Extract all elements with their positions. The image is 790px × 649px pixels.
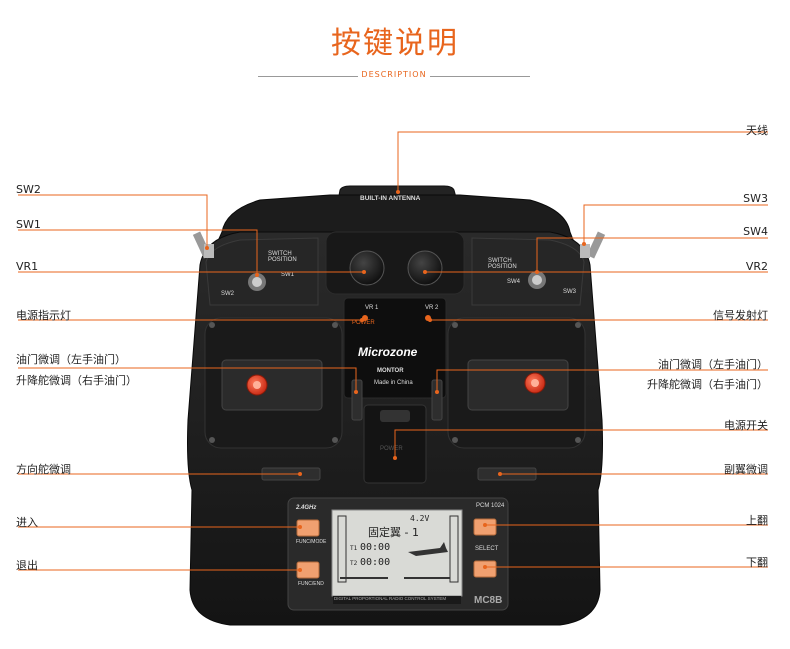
subtitle-row: DESCRIPTION bbox=[258, 70, 530, 82]
ghz-text: 2.4GHz bbox=[296, 505, 317, 511]
label-signal-led: 信号发射灯 bbox=[713, 309, 768, 322]
bottom-band-text: DIGITAL PROPORTIONAL RADIO CONTROL SYSTE… bbox=[334, 596, 447, 601]
power-led-text: POWER bbox=[352, 320, 375, 326]
label-sw4: SW4 bbox=[743, 225, 768, 238]
label-aileron-trim: 副翼微调 bbox=[724, 463, 768, 476]
lcd-t1: T1 bbox=[350, 545, 358, 552]
func-end-text: FUNC/END bbox=[298, 581, 324, 587]
label-exit: 退出 bbox=[16, 559, 38, 572]
logo-panel bbox=[343, 297, 447, 399]
sw2-text: SW2 bbox=[221, 291, 235, 297]
label-sw1: SW1 bbox=[16, 218, 41, 231]
label-rudder-trim: 方向舵微调 bbox=[16, 463, 71, 476]
antenna-text: BUILT-IN ANTENNA bbox=[360, 195, 421, 202]
power-switch-text: POWER bbox=[380, 446, 403, 452]
func-mode-text: FUNC/MODE bbox=[296, 539, 327, 545]
label-enter: 进入 bbox=[16, 516, 38, 529]
model-badge: MC8B bbox=[474, 595, 503, 606]
divider bbox=[430, 76, 530, 77]
label-sw2: SW2 bbox=[16, 183, 41, 196]
label-antenna: 天线 bbox=[746, 124, 768, 137]
label-throttle-trim-right: 油门微调（左手油门） bbox=[658, 358, 768, 371]
lcd-voltage: 4.2V bbox=[410, 514, 430, 523]
sw1-toggle bbox=[248, 273, 266, 291]
lcd-timer1: 00:00 bbox=[360, 542, 391, 553]
switch-position-left: SWITCH POSITION bbox=[268, 251, 297, 263]
pcm-text: PCM 1024 bbox=[476, 503, 505, 509]
func-mode-button bbox=[296, 519, 320, 537]
made-in-text: Made in China bbox=[374, 380, 413, 386]
label-throttle-trim-left: 油门微调（左手油门） bbox=[16, 353, 126, 366]
sw3-text: SW3 bbox=[563, 289, 577, 295]
sw1-text: SW1 bbox=[281, 272, 295, 278]
title-bold: 说明 bbox=[395, 26, 459, 61]
lcd-mode: 固定翼 - 1 bbox=[368, 526, 419, 539]
vr1-knob bbox=[349, 250, 385, 286]
label-elevator-trim-left: 升降舵微调（右手油门） bbox=[647, 378, 768, 391]
label-power-switch: 电源开关 bbox=[724, 419, 768, 432]
label-page-down: 下翻 bbox=[746, 556, 768, 569]
title-light: 按键 bbox=[331, 26, 395, 61]
label-elevator-trim-right: 升降舵微调（右手油门） bbox=[16, 374, 137, 387]
lcd-timer2: 00:00 bbox=[360, 557, 391, 568]
label-power-led: 电源指示灯 bbox=[16, 309, 71, 322]
brand-logo: Microzone bbox=[358, 345, 418, 359]
label-vr2: VR2 bbox=[745, 260, 768, 273]
divider bbox=[258, 76, 358, 77]
vr2-knob bbox=[407, 250, 443, 286]
page-header: 按键说明 bbox=[0, 18, 790, 62]
label-page-up: 上翻 bbox=[746, 514, 768, 527]
label-sw3: SW3 bbox=[743, 192, 768, 205]
sw4-toggle bbox=[528, 271, 546, 289]
label-vr1: VR1 bbox=[16, 260, 39, 273]
select-text: SELECT bbox=[475, 546, 499, 552]
vr2-text: VR 2 bbox=[425, 305, 439, 311]
lcd-screen bbox=[331, 509, 463, 597]
switch-position-right: SWITCH POSITION bbox=[488, 258, 517, 270]
vr1-text: VR 1 bbox=[365, 305, 379, 311]
sw2-toggle bbox=[192, 231, 214, 259]
lcd-t2: T2 bbox=[350, 560, 358, 567]
sw4-text: SW4 bbox=[507, 279, 521, 285]
subtitle: DESCRIPTION bbox=[361, 70, 427, 79]
monitor-text: MONTOR bbox=[377, 368, 404, 374]
throttle-trim bbox=[351, 379, 363, 421]
airplane-icon bbox=[408, 542, 448, 556]
